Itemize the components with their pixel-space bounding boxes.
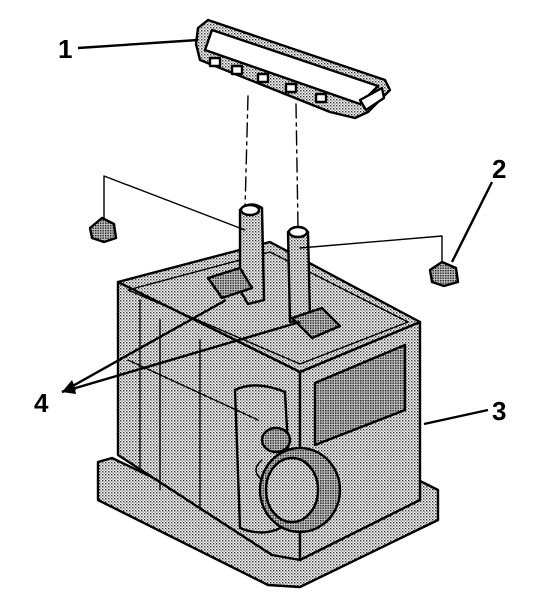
callout-4: 4 <box>34 388 49 418</box>
wire-harness <box>206 95 342 340</box>
callout-3-leader <box>423 408 489 426</box>
control-panel <box>194 18 392 120</box>
module-box <box>96 240 440 589</box>
callout-2: 2 <box>492 154 506 184</box>
callout-3: 3 <box>492 396 506 426</box>
panel-connectors <box>208 56 386 112</box>
callout-1: 1 <box>58 34 72 64</box>
callout-4-leader-a <box>61 298 227 394</box>
connector-left <box>88 175 246 244</box>
callout-4-leader-b <box>61 320 301 394</box>
callout-1-leader <box>77 38 199 50</box>
callout-4-arrow-b <box>62 384 76 394</box>
connector-right <box>299 235 460 288</box>
fan-cylinder <box>233 384 342 534</box>
callout-2-leader <box>450 181 494 263</box>
